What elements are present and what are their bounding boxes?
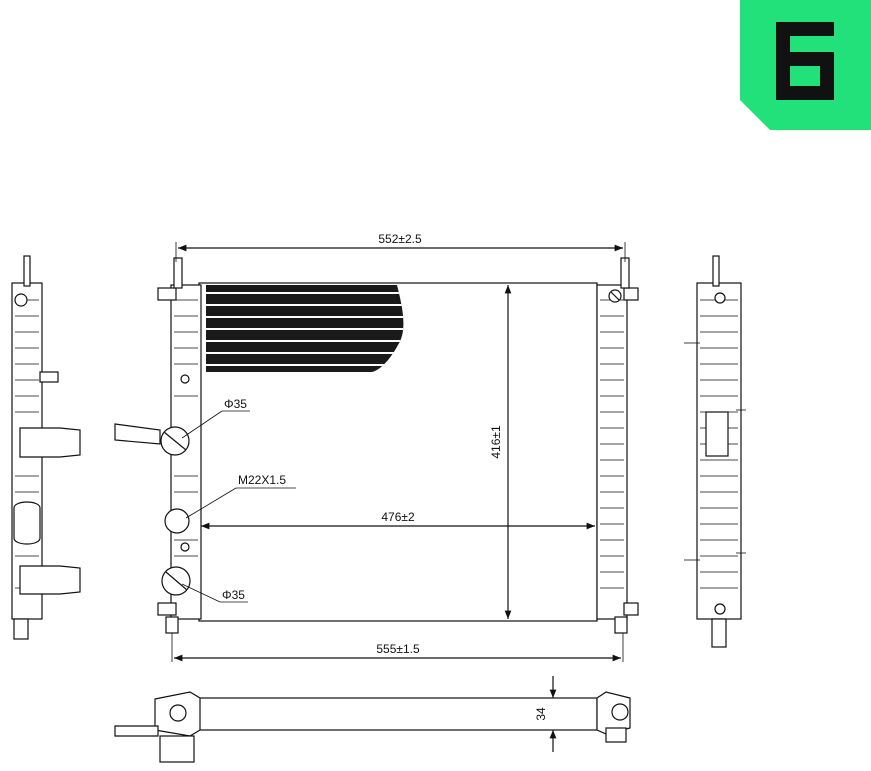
left-tank — [114, 257, 202, 634]
fin-pattern — [206, 285, 404, 372]
dimension-bottom-width: 555±1.5 — [171, 633, 624, 662]
lower-pipe-label: Φ35 — [222, 588, 245, 602]
upper-pipe-label: Φ35 — [224, 397, 247, 411]
front-view: 552±2.5 416±1 476±2 555±1.5 Φ35 M22X1 — [114, 232, 639, 662]
dimension-thickness: 34 — [534, 676, 557, 752]
right-tank — [596, 257, 639, 634]
e-letter-logo — [776, 22, 834, 100]
core-width-label: 476±2 — [381, 510, 415, 524]
thread-label: M22X1.5 — [238, 473, 286, 487]
dimension-top-width: 552±2.5 — [175, 232, 626, 262]
dimension-core-width: 476±2 — [201, 510, 595, 530]
bottom-width-label: 555±1.5 — [376, 642, 420, 656]
callout-thread: M22X1.5 — [185, 473, 296, 519]
dimension-core-height: 416±1 — [489, 285, 512, 619]
thickness-label: 34 — [534, 707, 548, 721]
callout-upper-pipe: Φ35 — [181, 397, 250, 439]
bottom-view: 34 — [114, 676, 631, 763]
core-height-label: 416±1 — [489, 425, 503, 459]
right-side-view — [684, 255, 746, 648]
brand-logo — [740, 0, 871, 130]
callout-lower-pipe: Φ35 — [181, 583, 248, 603]
top-width-label: 552±2.5 — [378, 232, 422, 246]
left-side-view — [11, 255, 81, 640]
